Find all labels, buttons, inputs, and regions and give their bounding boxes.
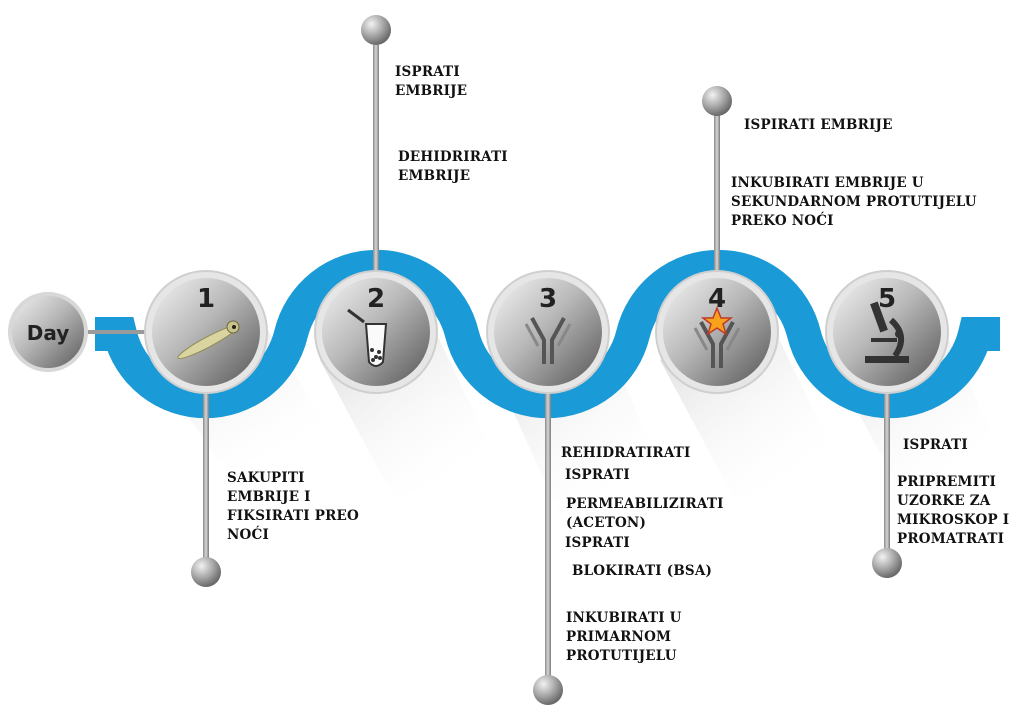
note-line: (ACETON) [566, 515, 647, 531]
note-line: MIKROSKOP I [897, 512, 1010, 528]
antibody-icon [524, 317, 572, 364]
microscope-icon [865, 301, 909, 363]
pole-ball-day5 [872, 548, 902, 578]
note-line: ISPRATI [565, 467, 630, 483]
note-line: PROMATRATI [897, 531, 1005, 547]
note-day3c: PERMEABILIZIRATI (ACETON) [566, 495, 724, 533]
note-day3b: ISPRATI [565, 466, 630, 485]
note-day2b: DEHIDRIRATI EMBRIJE [398, 148, 508, 186]
note-line: PRIMARNOM [566, 629, 672, 645]
step-number: 3 [539, 284, 557, 314]
test-tube-icon [347, 308, 388, 367]
note-line: PERMEABILIZIRATI [566, 496, 724, 512]
note-line: SEKUNDARNOM PROTUTIJELU [731, 194, 977, 210]
note-day4b: INKUBIRATI EMBRIJE U SEKUNDARNOM PROTUTIJ… [731, 174, 977, 231]
pole-ball-day2 [361, 15, 391, 45]
step-number: 1 [197, 284, 215, 314]
labeled-antibody-icon [693, 305, 741, 368]
zebrafish-embryo-icon [177, 320, 240, 360]
note-line: SAKUPITI [227, 470, 305, 486]
day-badge: Day [8, 292, 88, 372]
note-line: EMBRIJE [398, 168, 471, 184]
note-line: ISPRATI [903, 437, 968, 453]
note-day3f: INKUBIRATI U PRIMARNOM PROTUTIJELU [566, 609, 682, 666]
pole-ball-day3 [533, 675, 563, 705]
note-line: PREKO NOĆI [731, 213, 834, 229]
step-number: 4 [708, 284, 726, 314]
note-line: ISPRATI [395, 64, 460, 80]
step-4-disc: 4 [655, 270, 779, 394]
note-day1: SAKUPITI EMBRIJE I FIKSIRATI PREO NOĆI [227, 469, 359, 545]
note-day3a: REHIDRATIRATI [561, 444, 691, 463]
note-line: INKUBIRATI U [566, 610, 682, 626]
day-label: Day [27, 321, 70, 345]
step-number: 5 [878, 284, 896, 314]
pole-ball-day4 [702, 86, 732, 116]
note-day5b: PRIPREMITI UZORKE ZA MIKROSKOP I PROMATRATI [897, 473, 1009, 549]
note-day2a: ISPRATI EMBRIJE [395, 63, 467, 101]
poles [203, 45, 890, 680]
note-line: ISPIRATI EMBRIJE [744, 117, 893, 133]
note-day5a: ISPRATI [903, 436, 968, 455]
pole-ball-day1 [191, 557, 221, 587]
step-1-disc: 1 [144, 270, 268, 394]
note-line: DEHIDRIRATI [398, 149, 508, 165]
note-line: NOĆI [227, 527, 269, 543]
note-day4a: ISPIRATI EMBRIJE [744, 116, 893, 135]
note-line: EMBRIJE I [227, 489, 311, 505]
note-line: ISPRATI [565, 535, 630, 551]
note-line: PROTUTIJELU [566, 648, 677, 664]
step-5-disc: 5 [825, 270, 949, 394]
note-day3d: ISPRATI [565, 534, 630, 553]
note-line: BLOKIRATI (BSA) [572, 563, 713, 579]
note-line: UZORKE ZA [897, 493, 991, 509]
pole-end-balls [191, 15, 902, 705]
note-line: REHIDRATIRATI [561, 445, 691, 461]
step-3-disc: 3 [486, 270, 610, 394]
note-day3e: BLOKIRATI (BSA) [572, 562, 712, 581]
note-line: FIKSIRATI PREO [227, 508, 359, 524]
note-line: INKUBIRATI EMBRIJE U [731, 175, 924, 191]
step-2-disc: 2 [314, 270, 438, 394]
note-line: EMBRIJE [395, 83, 468, 99]
note-line: PRIPREMITI [897, 474, 996, 490]
step-number: 2 [367, 284, 385, 314]
